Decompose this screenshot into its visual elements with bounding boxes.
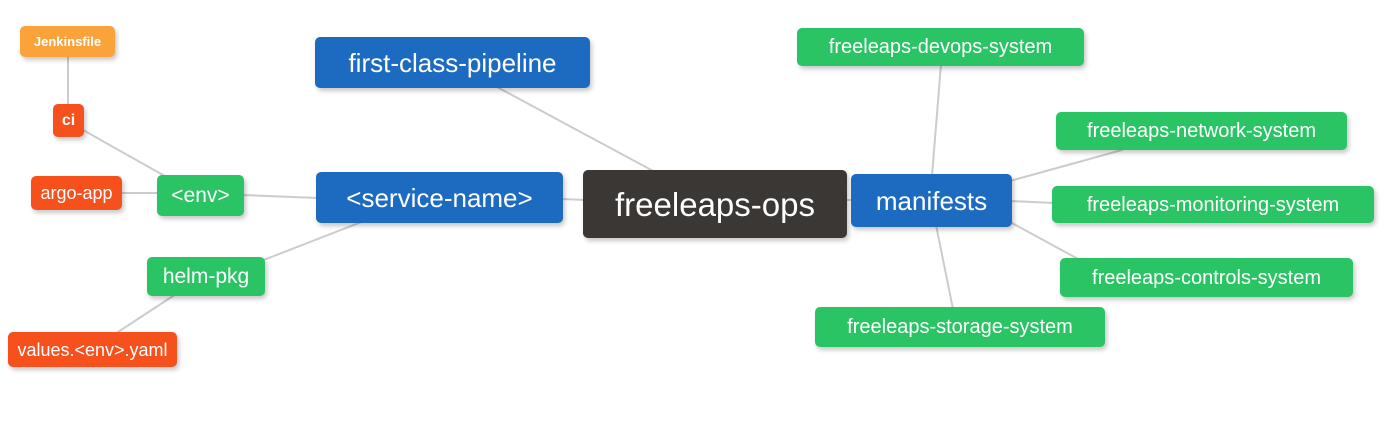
node-env[interactable]: <env>	[157, 175, 244, 216]
node-freeleaps-controls-system[interactable]: freeleaps-controls-system	[1060, 258, 1353, 297]
edge-manifests--freeleaps-storage-system	[935, 224, 954, 310]
edge-manifests--freeleaps-monitoring-system	[1009, 200, 1055, 204]
edge-manifests--freeleaps-devops-system	[931, 63, 942, 177]
edge-first-class-pipeline--freeleaps-ops	[496, 86, 656, 173]
node-values-env-yaml[interactable]: values.<env>.yaml	[8, 332, 177, 367]
node-ci[interactable]: ci	[53, 104, 84, 137]
node-freeleaps-ops[interactable]: freeleaps-ops	[583, 170, 847, 238]
edge-service-name--freeleaps-ops	[560, 198, 587, 201]
node-freeleaps-network-system[interactable]: freeleaps-network-system	[1056, 112, 1347, 150]
edge-service-name--helm-pkg	[260, 220, 365, 262]
edge-manifests--freeleaps-network-system	[1009, 149, 1123, 182]
edge-env--service-name	[241, 194, 319, 199]
node-manifests[interactable]: manifests	[851, 174, 1012, 227]
edge-helm-pkg--values-env-yaml	[114, 293, 177, 335]
node-service-name[interactable]: <service-name>	[316, 172, 563, 223]
node-helm-pkg[interactable]: helm-pkg	[147, 257, 265, 296]
node-first-class-pipeline[interactable]: first-class-pipeline	[315, 37, 590, 88]
node-freeleaps-devops-system[interactable]: freeleaps-devops-system	[797, 28, 1084, 66]
node-jenkinsfile[interactable]: Jenkinsfile	[20, 26, 115, 57]
edge-manifests--freeleaps-controls-system	[1009, 221, 1081, 261]
edge-ci--env	[82, 129, 171, 180]
node-argo-app[interactable]: argo-app	[31, 176, 122, 210]
node-freeleaps-storage-system[interactable]: freeleaps-storage-system	[815, 307, 1105, 347]
node-freeleaps-monitoring-system[interactable]: freeleaps-monitoring-system	[1052, 186, 1374, 223]
